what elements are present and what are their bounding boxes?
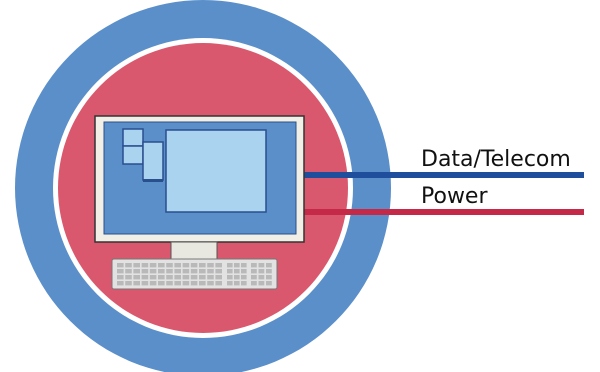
keyboard-key: [227, 275, 233, 280]
power-label: Power: [421, 184, 488, 209]
keyboard-key: [251, 269, 257, 274]
keyboard-key: [251, 275, 257, 280]
keyboard-key: [166, 275, 173, 280]
keyboard-key: [117, 275, 124, 280]
keyboard-key: [141, 275, 149, 280]
keyboard-key: [149, 263, 157, 268]
keyboard-key: [158, 281, 165, 286]
keyboard-key: [182, 263, 190, 268]
keyboard-key: [241, 269, 247, 274]
power-line: [302, 209, 584, 215]
keyboard-key: [158, 263, 165, 268]
keyboard-key: [234, 281, 240, 286]
keyboard-key: [241, 263, 247, 268]
keyboard-key: [190, 281, 198, 286]
keyboard-key: [227, 281, 233, 286]
keyboard-key: [141, 281, 149, 286]
keyboard-key: [199, 263, 206, 268]
keyboard-key: [190, 263, 198, 268]
keyboard-key: [266, 275, 272, 280]
keyboard-key: [234, 275, 240, 280]
keyboard-key: [199, 275, 206, 280]
keyboard-key: [125, 263, 132, 268]
keyboard-key: [141, 269, 149, 274]
data-telecom-line: [302, 172, 584, 178]
keyboard-key: [215, 281, 222, 286]
keyboard-key: [141, 263, 149, 268]
screen-window-small-3: [142, 141, 164, 181]
keyboard-key: [207, 281, 214, 286]
keyboard-key: [149, 281, 157, 286]
keyboard-key: [207, 263, 214, 268]
keyboard-key: [149, 269, 157, 274]
keyboard-key: [182, 269, 190, 274]
keyboard-key: [190, 269, 198, 274]
keyboard-key: [266, 269, 272, 274]
keyboard-key: [227, 263, 233, 268]
keyboard-key: [207, 269, 214, 274]
keyboard-key: [133, 269, 140, 274]
screen-window-small-2: [122, 145, 144, 165]
data-telecom-label: Data/Telecom: [421, 147, 571, 172]
monitor-stand: [170, 241, 218, 260]
keyboard-key: [158, 275, 165, 280]
screen-window-large: [165, 129, 267, 213]
keyboard-key: [251, 281, 257, 286]
keyboard-key: [258, 275, 265, 280]
keyboard-key: [117, 269, 124, 274]
keyboard-key: [251, 263, 257, 268]
keyboard-key: [174, 263, 181, 268]
keyboard-key: [234, 269, 240, 274]
keyboard-key: [125, 269, 132, 274]
keyboard-key: [215, 275, 222, 280]
keyboard-key: [117, 263, 124, 268]
keyboard-key: [182, 281, 190, 286]
keyboard-key: [190, 275, 198, 280]
screen-window-small-3-bar: [143, 179, 163, 182]
keyboard-key: [215, 269, 222, 274]
keyboard-key: [166, 281, 173, 286]
keyboard-key: [182, 275, 190, 280]
keyboard-key: [166, 263, 173, 268]
keyboard-key: [199, 269, 206, 274]
keyboard-key: [258, 263, 265, 268]
desktop-monitor-icon: [94, 115, 305, 260]
keyboard-key: [258, 269, 265, 274]
keyboard-key: [258, 281, 265, 286]
keyboard-key: [266, 263, 272, 268]
keyboard-key: [241, 281, 247, 286]
keyboard-key: [125, 275, 132, 280]
keyboard-key: [227, 269, 233, 274]
keyboard-key: [149, 275, 157, 280]
keyboard-key: [166, 269, 173, 274]
keyboard-key: [241, 275, 247, 280]
keyboard-key: [117, 281, 124, 286]
keyboard-key: [174, 281, 181, 286]
keyboard-icon: [111, 258, 278, 290]
keyboard-key: [125, 281, 132, 286]
keyboard-keys: [117, 263, 272, 286]
keyboard-key: [215, 263, 222, 268]
keyboard-key: [234, 263, 240, 268]
keyboard-key: [133, 263, 140, 268]
keyboard-key: [174, 269, 181, 274]
screen-window-small-1: [122, 128, 144, 147]
keyboard-key: [207, 275, 214, 280]
keyboard-key: [133, 275, 140, 280]
keyboard-key: [199, 281, 206, 286]
keyboard-key: [266, 281, 272, 286]
keyboard-key: [133, 281, 140, 286]
keyboard-key: [174, 275, 181, 280]
keyboard-key: [158, 269, 165, 274]
